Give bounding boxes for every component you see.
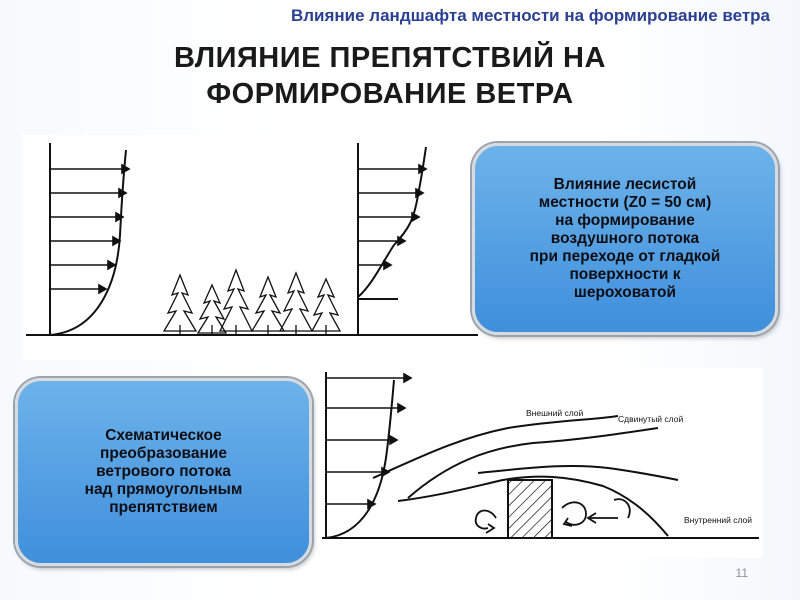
shifted-layer-label: Сдвинутый слой — [618, 414, 683, 424]
rectangular-obstacle — [507, 479, 553, 539]
left-wind-arrows — [50, 163, 131, 295]
main-title: ВЛИЯНИЕ ПРЕПЯТСТВИЙ НА ФОРМИРОВАНИЕ ВЕТР… — [110, 40, 670, 112]
forest-trees — [162, 268, 342, 335]
forest-influence-callout: Влияние лесистой местности (Z0 = 50 см) … — [472, 143, 778, 335]
callout-line: местности (Z0 = 50 см) — [538, 194, 712, 211]
callout-line: воздушного потока — [550, 230, 700, 247]
obstacle-flow-diagram: Внешний слой Сдвинутый слой Внутренний с… — [318, 368, 763, 558]
main-title-line-2: ФОРМИРОВАНИЕ ВЕТРА — [206, 78, 574, 110]
obstacle-scheme-callout: Схематическое преобразование ветрового п… — [15, 378, 312, 566]
callout-line: на формирование — [555, 212, 695, 229]
tree — [218, 268, 254, 335]
page-number: 11 — [735, 566, 748, 580]
downstream-eddy-icon — [561, 501, 587, 526]
callout-line: преобразование — [99, 445, 227, 462]
callout-line: ветрового потока — [96, 463, 231, 480]
inner-layer-label: Внутренний слой — [684, 515, 752, 525]
callout-line: Влияние лесистой — [553, 176, 697, 193]
tree — [278, 271, 314, 335]
forest-wind-profile-diagram — [22, 135, 482, 360]
upstream-eddy-icon — [474, 509, 497, 530]
eddies — [474, 498, 631, 534]
forest-diagram-svg — [26, 143, 478, 336]
reverse-flow-curve — [613, 498, 631, 519]
shifted-layer-streamline — [407, 427, 659, 499]
obstacle-diagram-svg: Внешний слой Сдвинутый слой Внутренний с… — [322, 372, 759, 539]
velocity-profile — [325, 379, 395, 539]
obstacle-wind-arrows — [326, 372, 413, 510]
callout-line: поверхности к — [569, 266, 681, 283]
outer-layer-streamline — [372, 415, 619, 479]
middle-streamline — [477, 464, 679, 481]
inner-layer-streamline — [397, 475, 669, 537]
main-title-line-1: ВЛИЯНИЕ ПРЕПЯТСТВИЙ НА — [174, 42, 606, 74]
right-wind-arrows — [358, 163, 428, 271]
tree — [250, 275, 286, 335]
tree — [196, 283, 228, 335]
callout-line: препятствием — [109, 499, 218, 516]
tree — [310, 277, 342, 335]
tree — [162, 273, 198, 335]
header-title: Влияние ландшафта местности на формирова… — [290, 6, 770, 25]
callout-line: при переходе от гладкой — [529, 248, 721, 265]
callout-line: над прямоугольным — [84, 481, 243, 498]
outer-layer-label: Внешний слой — [526, 408, 583, 418]
callout-line: Схематическое — [105, 427, 222, 444]
callout-line: шероховатой — [573, 284, 677, 301]
